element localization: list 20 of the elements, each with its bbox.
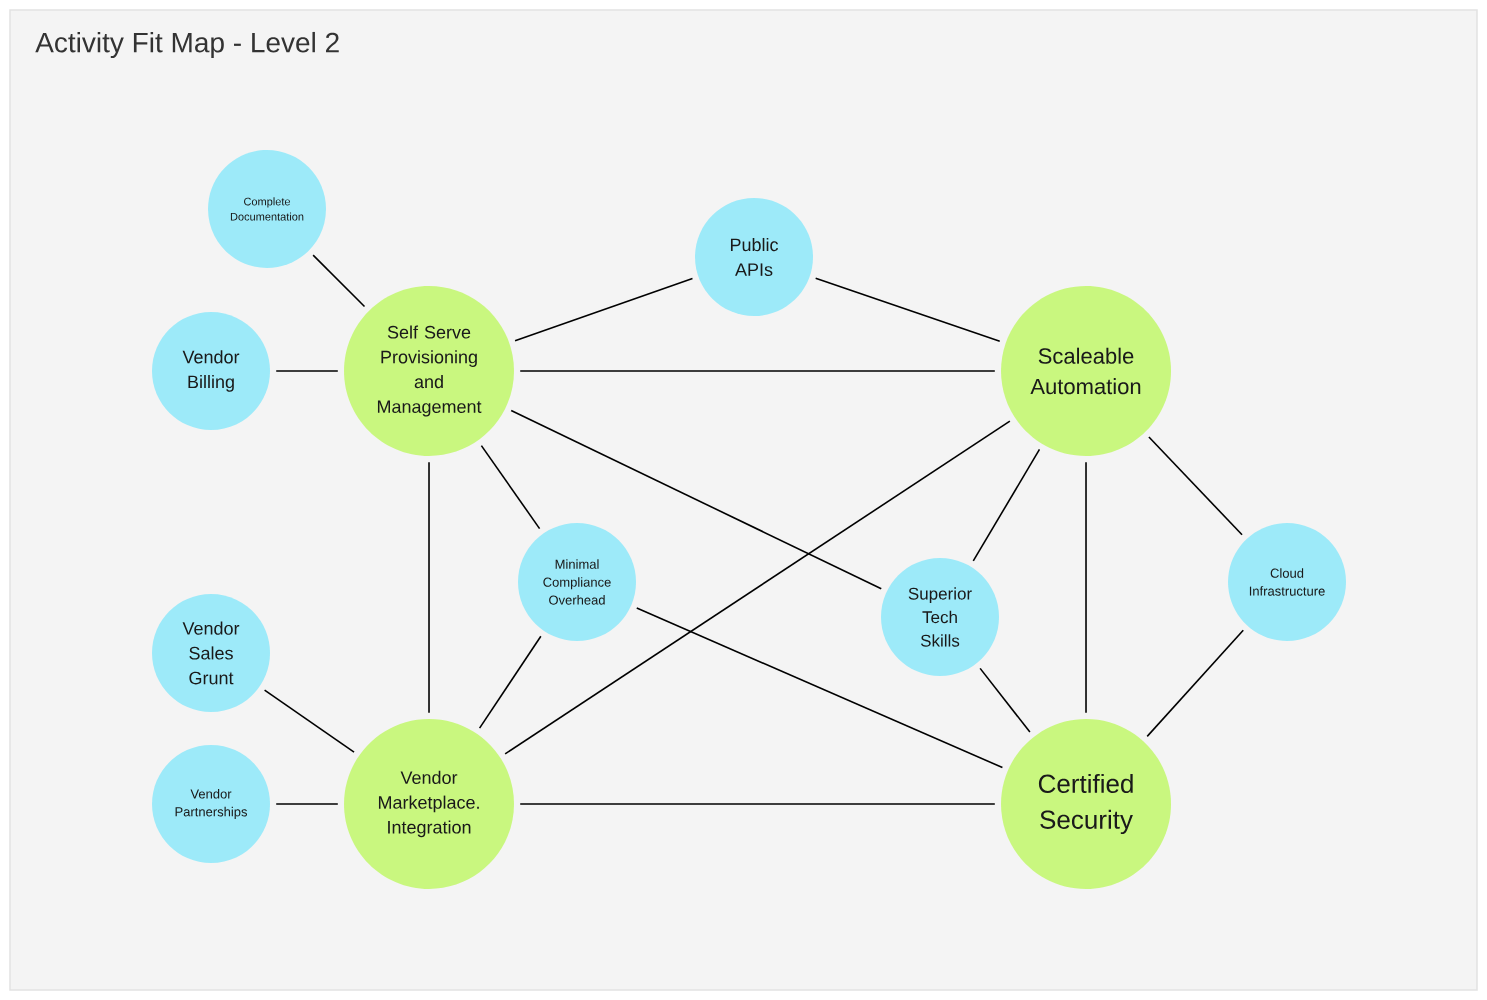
connector-line (979, 667, 1031, 733)
connector-line (972, 448, 1041, 562)
connector-line (1146, 629, 1245, 738)
connector-line (510, 409, 883, 590)
connector-line (514, 277, 694, 342)
connector-line (519, 803, 996, 805)
title: Activity Fit Map - Level 2 (35, 31, 339, 59)
connector-line (263, 689, 355, 753)
connector-line (1148, 436, 1243, 536)
connector-line (480, 444, 541, 530)
connector-line (814, 277, 1001, 343)
connector-line (428, 461, 430, 714)
connector-line (1085, 461, 1087, 714)
connector-line (275, 370, 339, 372)
connector-line (275, 803, 339, 805)
connector-line (635, 607, 1004, 769)
connector-line (504, 420, 1011, 755)
connector-line (519, 370, 996, 372)
connector-line (312, 254, 366, 308)
connector-line (478, 635, 542, 729)
